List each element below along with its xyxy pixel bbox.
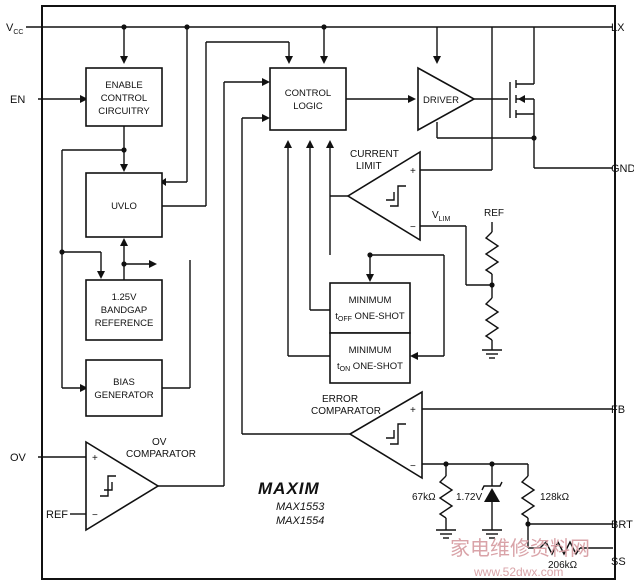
ov-comp-minus: − xyxy=(92,510,98,521)
enable-block-label-1: ENABLE xyxy=(105,80,143,91)
resistor-67k xyxy=(438,475,454,519)
error-comp-label-2: COMPARATOR xyxy=(311,406,381,417)
driver-buffer xyxy=(417,66,476,132)
error-comp-plus: + xyxy=(410,405,416,416)
ov-comp-label-1: OV xyxy=(152,437,167,448)
pin-ss: SS xyxy=(611,556,626,568)
pin-lx: LX xyxy=(611,22,625,34)
vlim-label: VLIM xyxy=(432,210,451,223)
min-toff-oneshot-block xyxy=(329,282,411,334)
ref-top-label: REF xyxy=(484,208,504,219)
toff-label-2: tOFF ONE-SHOT xyxy=(335,311,405,323)
enable-control-block xyxy=(85,67,163,127)
ref-resistor-top xyxy=(484,231,500,275)
ton-label-2: tON ONE-SHOT xyxy=(337,361,403,373)
ref-resistor-bottom xyxy=(484,297,500,341)
watermark-url: www.52dwx.com xyxy=(473,565,563,579)
ton-label-1: MINIMUM xyxy=(349,345,392,356)
error-hysteresis-icon xyxy=(390,423,406,445)
watermark-text: 家电维修资料网 xyxy=(450,536,590,560)
current-limit-minus: − xyxy=(410,222,416,233)
zener-label: 1.72V xyxy=(456,492,482,503)
bandgap-reference-block xyxy=(85,279,163,341)
resistor-206k xyxy=(539,540,581,556)
bandgap-label-3: REFERENCE xyxy=(95,318,154,329)
zener-diode-icon xyxy=(484,488,500,502)
control-logic-label-1: CONTROL xyxy=(285,88,331,99)
enable-block-label-2: CONTROL xyxy=(101,93,147,104)
part-number-2: MAX1554 xyxy=(276,515,324,527)
pin-ov: OV xyxy=(10,452,27,464)
driver-label: DRIVER xyxy=(423,95,459,106)
current-limit-label-1: CURRENT xyxy=(350,149,399,160)
r206k-label: 206kΩ xyxy=(548,560,578,571)
control-logic-label-2: LOGIC xyxy=(293,101,323,112)
uvlo-block xyxy=(85,172,163,238)
pin-ref: REF xyxy=(46,509,68,521)
part-number-1: MAX1553 xyxy=(276,501,325,513)
current-limit-label-2: LIMIT xyxy=(356,161,382,172)
ov-comparator xyxy=(85,440,160,532)
current-limit-hysteresis-icon xyxy=(390,185,406,207)
min-ton-oneshot-block xyxy=(329,332,411,384)
r67k-label: 67kΩ xyxy=(412,492,436,503)
error-comparator xyxy=(348,390,423,480)
uvlo-label: UVLO xyxy=(111,201,137,212)
pin-fb: FB xyxy=(611,404,625,416)
enable-block-label-3: CIRCUITRY xyxy=(98,106,150,117)
r128k-label: 128kΩ xyxy=(540,492,570,503)
bias-label-2: GENERATOR xyxy=(94,390,153,401)
ov-hysteresis-icon xyxy=(100,475,116,497)
pin-gnd: GND xyxy=(611,163,634,175)
bias-generator-block xyxy=(85,359,163,417)
maxim-logo: MAXIM xyxy=(258,479,320,498)
chip-outline xyxy=(41,5,616,580)
current-limit-plus: + xyxy=(410,166,416,177)
resistor-128k xyxy=(520,475,536,519)
pin-vcc: VCC xyxy=(6,22,23,36)
pin-en: EN xyxy=(10,94,25,106)
toff-label-1: MINIMUM xyxy=(349,295,392,306)
bandgap-label-1: 1.25V xyxy=(112,292,137,303)
error-comp-minus: − xyxy=(410,461,416,472)
control-logic-block xyxy=(269,67,347,131)
pin-brt: BRT xyxy=(611,519,633,531)
ov-comp-label-2: COMPARATOR xyxy=(126,449,196,460)
error-comp-label-1: ERROR xyxy=(322,394,358,405)
bias-label-1: BIAS xyxy=(113,377,135,388)
bandgap-label-2: BANDGAP xyxy=(101,305,147,316)
ov-comp-plus: + xyxy=(92,453,98,464)
current-limit-comparator xyxy=(346,150,421,242)
